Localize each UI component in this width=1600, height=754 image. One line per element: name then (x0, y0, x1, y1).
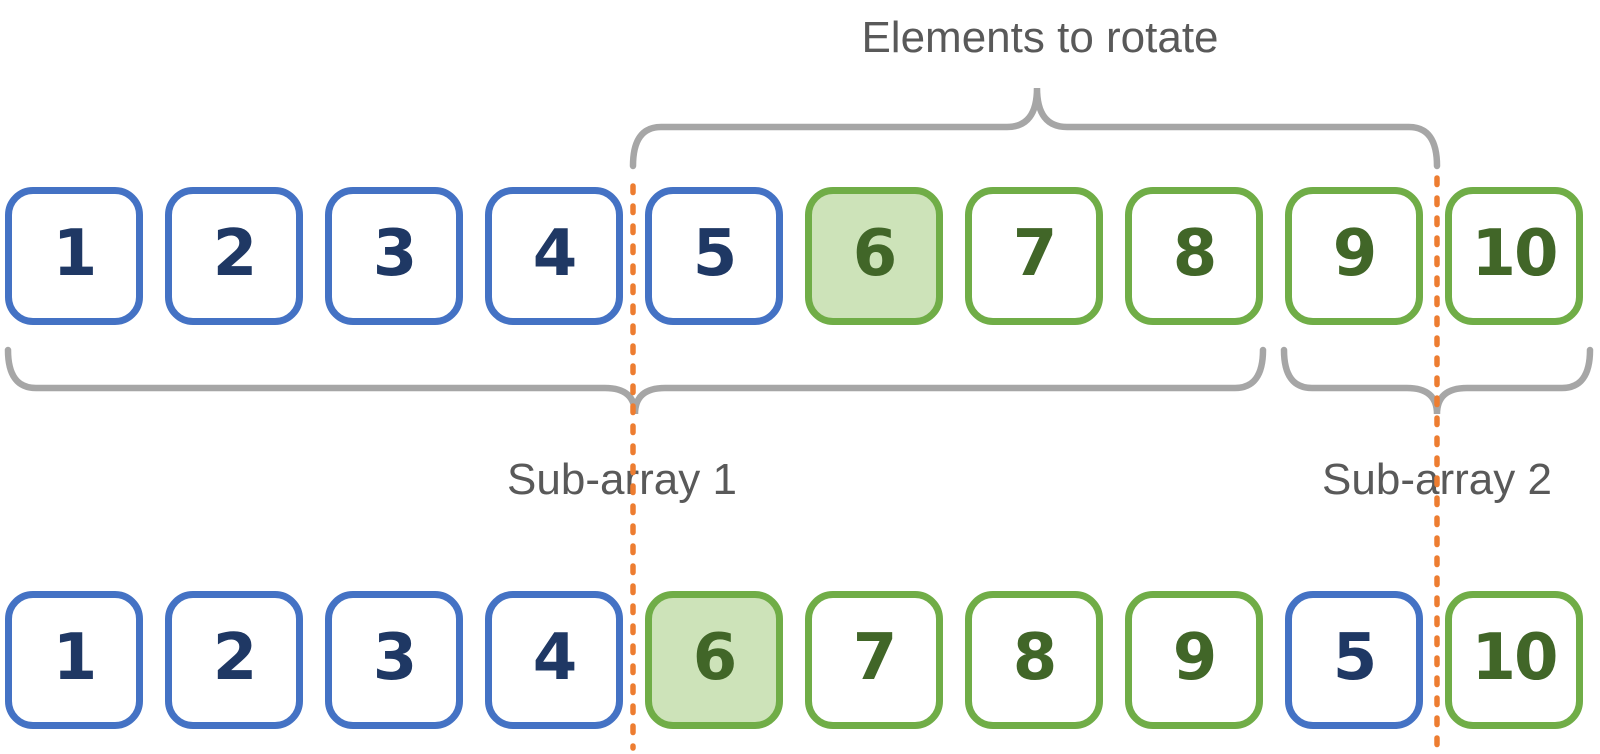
elements-to-rotate-label: Elements to rotate (861, 13, 1219, 62)
array-cell-rotated-array-pos2: 2 (165, 591, 303, 729)
elements-to-rotate-brace (629, 87, 1441, 170)
cell-value: 1 (52, 217, 98, 291)
cell-value: 10 (1471, 621, 1558, 695)
cell-value: 7 (852, 621, 898, 695)
array-cell-original-array-pos8: 8 (1125, 187, 1263, 325)
subarray1-brace (4, 346, 1267, 415)
cell-value: 2 (212, 621, 258, 695)
cell-value: 7 (1012, 217, 1058, 291)
array-cell-rotated-array-pos6: 7 (805, 591, 943, 729)
cell-value: 4 (532, 217, 578, 291)
cell-value: 6 (692, 621, 738, 695)
cell-value: 8 (1012, 621, 1058, 695)
array-cell-original-array-pos7: 7 (965, 187, 1103, 325)
original-array-row: 1 2 3 4 5 6 7 8 9 10 (0, 187, 1600, 325)
array-cell-original-array-pos9: 9 (1285, 187, 1423, 325)
array-cell-rotated-array-pos8: 9 (1125, 591, 1263, 729)
array-cell-original-array-pos2: 2 (165, 187, 303, 325)
cell-value: 9 (1172, 621, 1218, 695)
array-cell-original-array-pos3: 3 (325, 187, 463, 325)
subarray2-label: Sub-array 2 (1322, 455, 1552, 504)
cell-value: 3 (372, 217, 418, 291)
cell-value: 8 (1172, 217, 1218, 291)
array-cell-rotated-array-pos10: 10 (1445, 591, 1583, 729)
array-cell-rotated-array-pos7: 8 (965, 591, 1103, 729)
array-cell-rotated-array-pos9: 5 (1285, 591, 1423, 729)
cell-value: 9 (1332, 217, 1378, 291)
array-cell-rotated-array-pos3: 3 (325, 591, 463, 729)
array-cell-original-array-pos4: 4 (485, 187, 623, 325)
cell-value: 1 (52, 621, 98, 695)
cell-value: 5 (1332, 621, 1378, 695)
array-cell-rotated-array-pos5: 6 (645, 591, 783, 729)
subarray1-label: Sub-array 1 (507, 455, 737, 504)
array-cell-rotated-array-pos4: 4 (485, 591, 623, 729)
cell-value: 10 (1471, 217, 1558, 291)
cell-value: 4 (532, 621, 578, 695)
array-cell-original-array-pos5: 5 (645, 187, 783, 325)
cell-value: 5 (692, 217, 738, 291)
subarray2-brace (1280, 346, 1594, 415)
array-cell-original-array-pos10: 10 (1445, 187, 1583, 325)
rotated-array-row: 1 2 3 4 6 7 8 9 5 10 (0, 591, 1600, 729)
cell-value: 2 (212, 217, 258, 291)
cell-value: 3 (372, 621, 418, 695)
array-cell-original-array-pos6: 6 (805, 187, 943, 325)
array-cell-original-array-pos1: 1 (5, 187, 143, 325)
array-cell-rotated-array-pos1: 1 (5, 591, 143, 729)
cell-value: 6 (852, 217, 898, 291)
